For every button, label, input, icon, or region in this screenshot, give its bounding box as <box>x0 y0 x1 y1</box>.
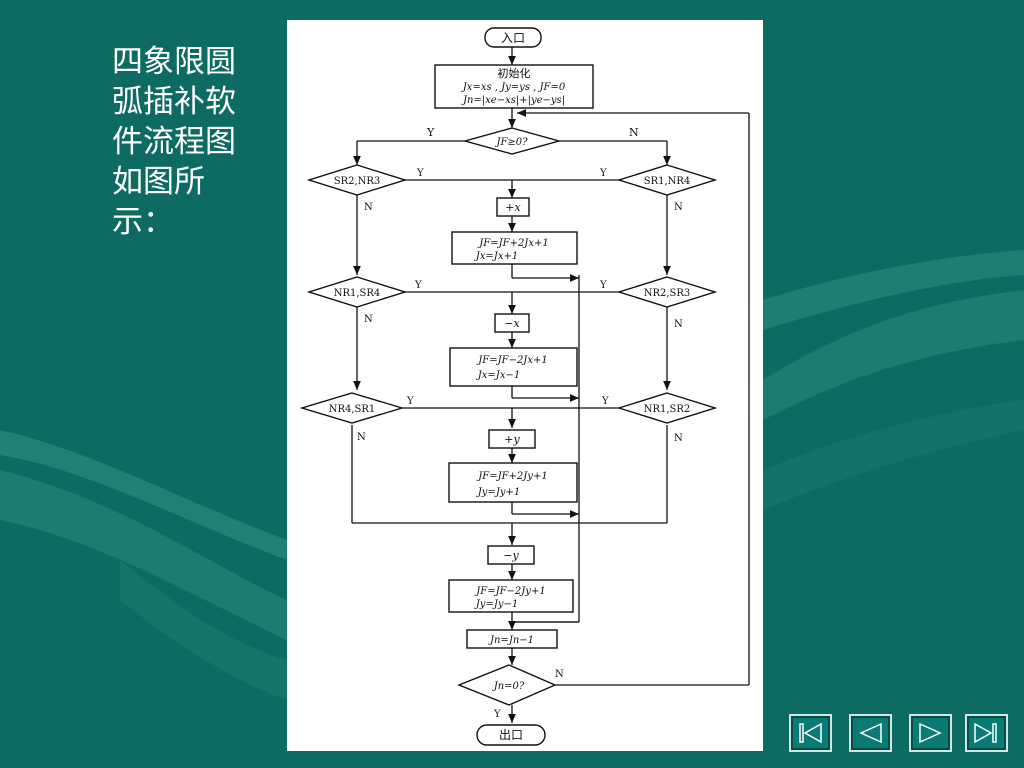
nr4-sr1-label: NR4,SR1 <box>329 404 376 415</box>
minus-x-label: −x <box>504 317 520 330</box>
plus-y-box <box>488 429 536 449</box>
counter-box <box>466 629 558 649</box>
nr1-sr2-yes: Y <box>601 396 609 407</box>
first-page-icon <box>799 722 822 744</box>
last-slide-button[interactable] <box>965 714 1008 752</box>
jf-decision-label: JF≥0? <box>494 137 528 148</box>
calc3-box <box>448 462 578 503</box>
init-box <box>434 64 594 109</box>
sr2-nr3-yes: Y <box>416 168 424 179</box>
calc3-line2: Jy=Jy+1 <box>476 487 520 498</box>
minus-x-box <box>494 313 530 333</box>
sr1-nr4-no: N <box>674 202 683 213</box>
sr1-nr4-yes: Y <box>599 168 607 179</box>
minus-y-label: −y <box>503 549 519 562</box>
next-slide-button[interactable] <box>909 714 952 752</box>
calc3-line1: JF=JF+2Jy+1 <box>476 471 547 482</box>
nr2-sr3-yes: Y <box>599 280 607 291</box>
nr1-sr2-no: N <box>674 433 683 444</box>
init-line1: Jx=xs , Jy=ys , JF=0 <box>461 82 566 93</box>
sr2-nr3-decision <box>306 164 408 196</box>
sr2-nr3-label: SR2,NR3 <box>334 176 381 187</box>
previous-slide-button[interactable] <box>849 714 892 752</box>
calc1-box <box>451 231 578 265</box>
end-no-label: N <box>555 669 564 680</box>
calc2-box <box>449 347 578 387</box>
nr2-sr3-no: N <box>674 319 683 330</box>
flowchart-diagram: 入口 初始化 Jx=xs , Jy=ys , JF=0 Jn=|xe−xs|+|… <box>299 27 750 746</box>
jf-yes-label: Y <box>426 126 435 139</box>
flowchart-panel: 入口 初始化 Jx=xs , Jy=ys , JF=0 Jn=|xe−xs|+|… <box>287 20 763 751</box>
counter-label: Jn=Jn−1 <box>488 635 534 646</box>
nr4-sr1-no: N <box>357 432 366 443</box>
end-yes-label: Y <box>493 709 501 720</box>
nr1-sr2-decision <box>616 392 718 424</box>
calc2-line1: JF=JF−2Jx+1 <box>476 355 547 366</box>
init-title: 初始化 <box>498 66 531 80</box>
entry-label: 入口 <box>501 31 525 45</box>
nr1-sr4-yes: Y <box>414 280 422 291</box>
exit-terminal <box>476 724 546 746</box>
calc4-line2: Jy=Jy−1 <box>474 599 518 610</box>
sr1-nr4-decision <box>616 164 718 196</box>
nr1-sr4-decision <box>306 276 408 308</box>
jf-decision <box>462 127 562 155</box>
nr4-sr1-decision <box>299 392 405 424</box>
plus-x-box <box>496 197 530 217</box>
minus-y-box <box>487 545 535 565</box>
nr2-sr3-label: NR2,SR3 <box>644 288 691 299</box>
next-icon <box>919 722 942 744</box>
plus-x-label: +x <box>505 201 521 214</box>
calc1-line1: JF=JF+2Jx+1 <box>477 238 548 249</box>
init-line2: Jn=|xe−xs|+|ye−ys| <box>461 95 565 106</box>
calc2-line2: Jx=Jx−1 <box>476 370 520 381</box>
entry-terminal <box>484 27 542 48</box>
last-page-icon <box>974 722 997 744</box>
first-slide-button[interactable] <box>789 714 832 752</box>
plus-y-label: +y <box>504 433 520 446</box>
exit-label: 出口 <box>499 728 523 742</box>
sr1-nr4-label: SR1,NR4 <box>644 176 691 187</box>
calc1-line2: Jx=Jx+1 <box>474 251 518 262</box>
sr2-nr3-no: N <box>364 202 373 213</box>
previous-icon <box>859 722 882 744</box>
calc4-line1: JF=JF−2Jy+1 <box>474 586 545 597</box>
nr4-sr1-yes: Y <box>406 396 414 407</box>
calc4-box <box>448 579 574 613</box>
nr1-sr2-label: NR1,SR2 <box>644 404 691 415</box>
jf-no-label: N <box>629 126 639 139</box>
nr1-sr4-no: N <box>364 314 373 325</box>
nr2-sr3-decision <box>616 276 718 308</box>
end-decision-label: Jn=0? <box>492 681 525 692</box>
nr1-sr4-label: NR1,SR4 <box>334 288 381 299</box>
end-decision <box>457 664 557 706</box>
slide-description: 四象限圆弧插补软件流程图如图所示： <box>112 44 236 240</box>
